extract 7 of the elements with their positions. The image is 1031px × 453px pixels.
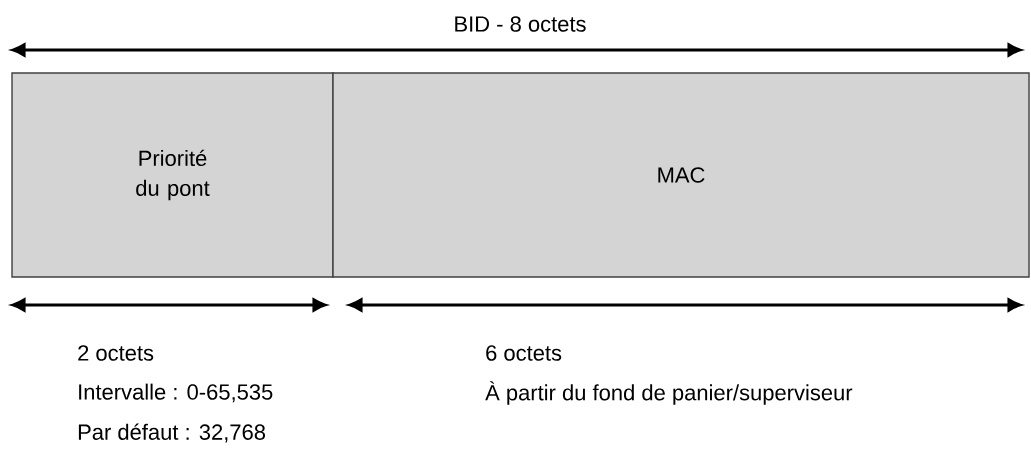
field-box: Priorité du pont xyxy=(11,72,334,278)
note-text: À partir du fond de panier/superviseur xyxy=(485,381,853,405)
dimension-label: 6 octets xyxy=(486,345,562,361)
dimension-label: 2 octets xyxy=(78,345,154,361)
note-text: Intervalle : 0-65,535 xyxy=(79,383,273,403)
note-text: Par défaut : 32,768 xyxy=(78,423,266,443)
dimension-label: BID - 8 octets xyxy=(455,16,586,32)
